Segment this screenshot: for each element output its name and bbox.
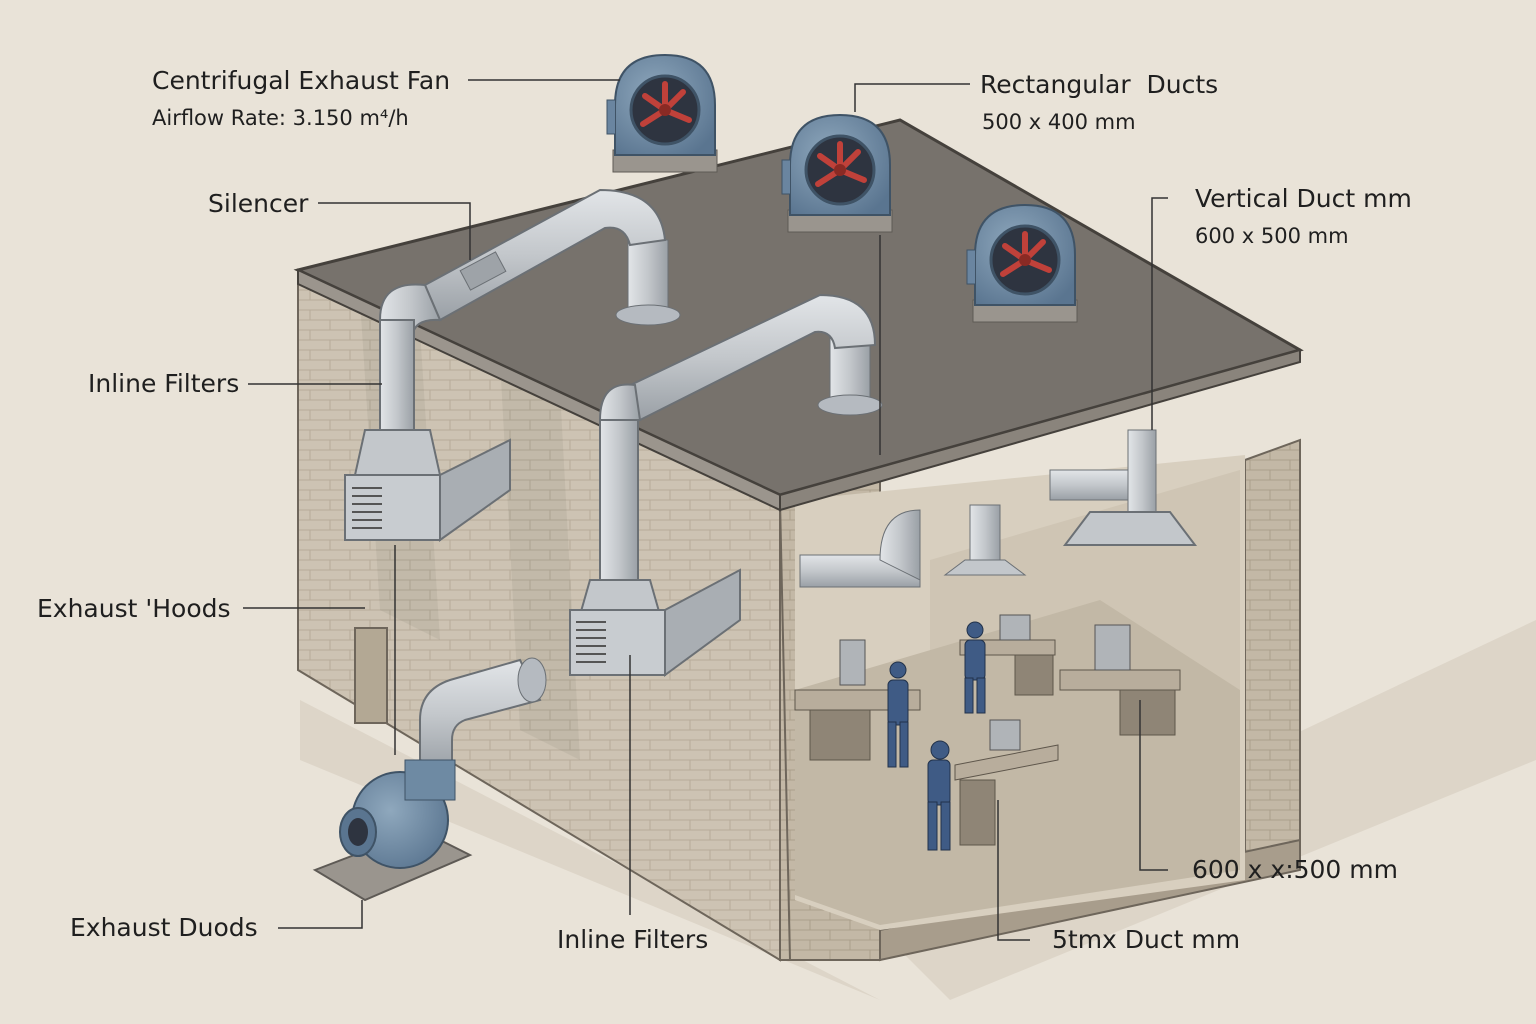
duct-size-bottom-label: 5tmx Duct mm (1052, 925, 1241, 954)
silencer-label: Silencer (208, 189, 309, 218)
exhaust-hood-icon (344, 429, 511, 542)
exhaust-hood-icon (569, 568, 741, 677)
leader-lines (243, 79, 1168, 941)
inline-filters-left-label: Inline Filters (88, 369, 240, 398)
worker-icon (964, 621, 986, 714)
duct-icon (598, 293, 883, 591)
worker-icon (927, 740, 951, 851)
grille-icon (576, 621, 606, 663)
airflow-rate-label: Airflow Rate: 3.150 m⁴/h (152, 106, 409, 130)
vertical-duct-label: Vertical Duct mm (1195, 184, 1412, 213)
duct-size-right-label: 600 x x:500 mm (1192, 855, 1398, 884)
inline-filters-bottom-label: Inline Filters (557, 925, 709, 954)
exhaust-hoods-label: Exhaust 'Hoods (37, 594, 231, 623)
duct-icon (378, 188, 681, 431)
worker-icon (887, 661, 909, 768)
rectangular-ducts-label: Rectangular Ducts (980, 70, 1219, 99)
workbench (1059, 624, 1181, 736)
centrifugal-fan-icon (607, 55, 717, 172)
rectangular-ducts-size-label: 500 x 400 mm (982, 110, 1136, 134)
duct-icon (419, 657, 547, 772)
workbench (959, 614, 1056, 696)
exhaust-duods-label: Exhaust Duods (70, 913, 258, 942)
grille-icon (352, 487, 382, 529)
centrifugal-fan-label: Centrifugal Exhaust Fan (152, 66, 451, 95)
centrifugal-fan-icon (312, 759, 473, 902)
vertical-duct-size-label: 600 x 500 mm (1195, 224, 1349, 248)
workbench (954, 719, 1059, 846)
centrifugal-fan-icon (967, 205, 1077, 322)
centrifugal-fan-icon (782, 115, 892, 232)
